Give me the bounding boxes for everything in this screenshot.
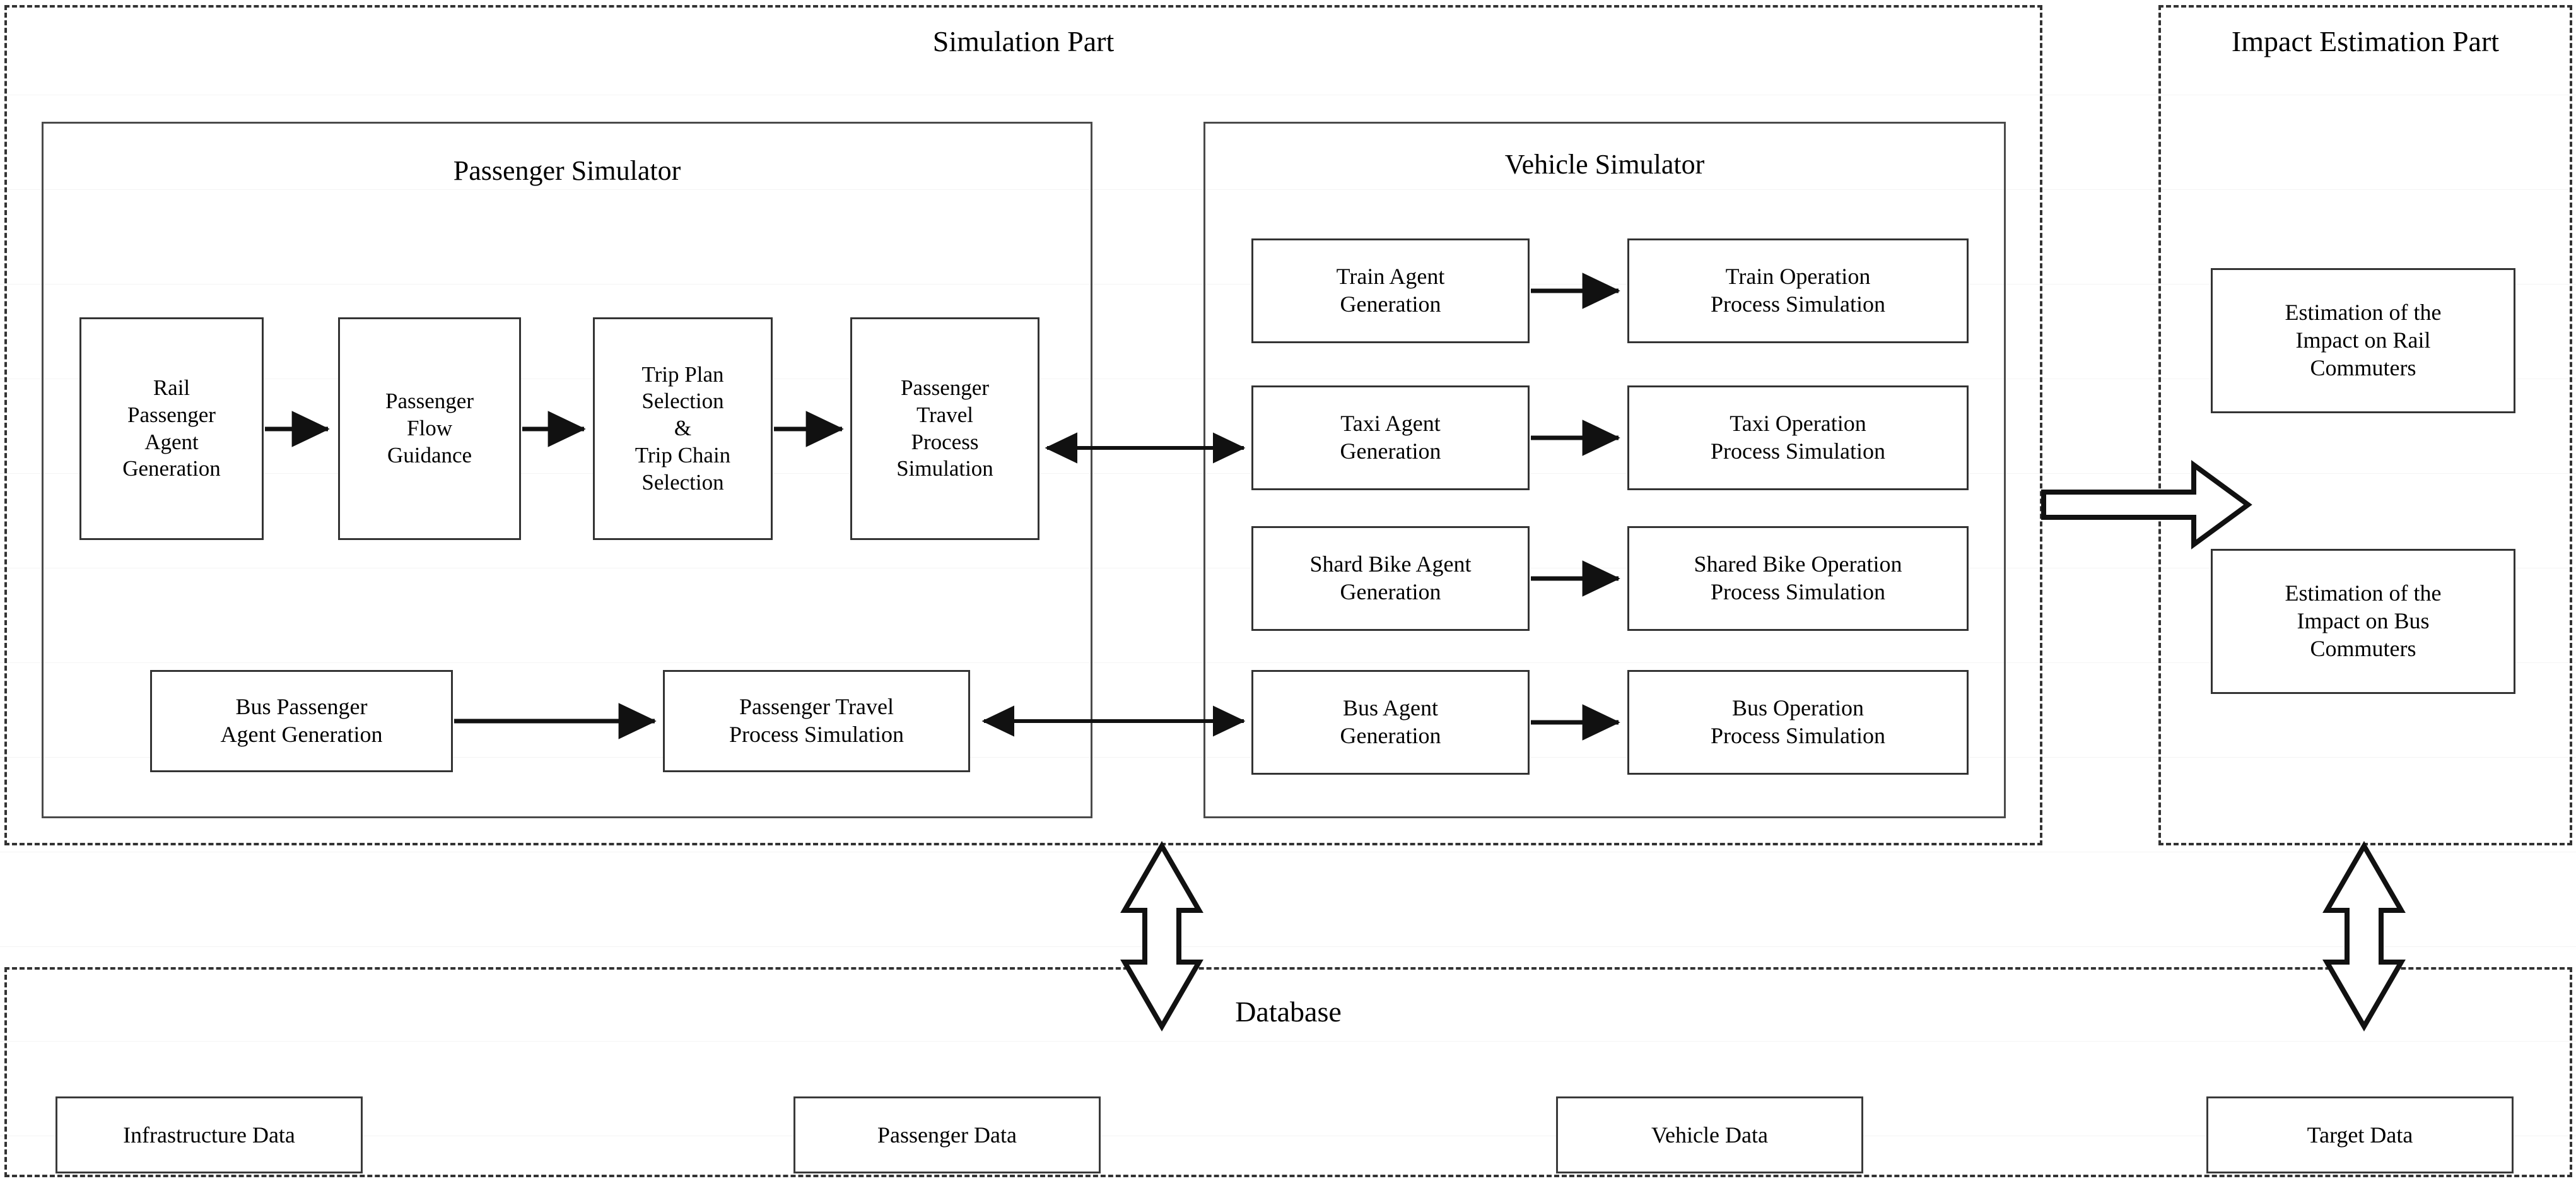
box-taxi-operation-process-simulation[interactable]: Taxi Operation Process Simulation xyxy=(1627,385,1969,490)
impact-estimation-part-region xyxy=(2158,5,2572,845)
box-estimation-impact-bus-commuters[interactable]: Estimation of the Impact on Bus Commuter… xyxy=(2211,549,2515,694)
box-shared-bike-operation-process-simulation[interactable]: Shared Bike Operation Process Simulation xyxy=(1627,526,1969,631)
vehicle-simulator-panel xyxy=(1203,122,2006,818)
box-bus-agent-generation[interactable]: Bus Agent Generation xyxy=(1251,670,1530,775)
box-estimation-impact-rail-commuters[interactable]: Estimation of the Impact on Rail Commute… xyxy=(2211,268,2515,413)
box-taxi-agent-generation[interactable]: Taxi Agent Generation xyxy=(1251,385,1530,490)
db-box-passenger-data[interactable]: Passenger Data xyxy=(793,1096,1101,1173)
box-trip-plan-and-chain-selection[interactable]: Trip Plan Selection & Trip Chain Selecti… xyxy=(593,317,773,540)
database-title: Database xyxy=(1235,996,1342,1028)
vehicle-simulator-title: Vehicle Simulator xyxy=(1504,149,1705,180)
database-region xyxy=(4,967,2572,1177)
box-rail-passenger-agent-generation[interactable]: Rail Passenger Agent Generation xyxy=(79,317,264,540)
passenger-simulator-panel xyxy=(42,122,1092,818)
simulation-part-title: Simulation Part xyxy=(932,25,1115,57)
simulation-part-region xyxy=(4,5,2042,845)
db-box-vehicle-data[interactable]: Vehicle Data xyxy=(1556,1096,1863,1173)
db-box-infrastructure-data[interactable]: Infrastructure Data xyxy=(56,1096,363,1173)
scan-rule xyxy=(0,1041,2576,1042)
scan-rule xyxy=(0,946,2576,947)
db-box-target-data[interactable]: Target Data xyxy=(2206,1096,2514,1173)
box-bus-operation-process-simulation[interactable]: Bus Operation Process Simulation xyxy=(1627,670,1969,775)
passenger-simulator-title: Passenger Simulator xyxy=(453,155,681,186)
box-shared-bike-agent-generation[interactable]: Shard Bike Agent Generation xyxy=(1251,526,1530,631)
box-bus-passenger-agent-generation[interactable]: Bus Passenger Agent Generation xyxy=(150,670,453,772)
box-train-operation-process-simulation[interactable]: Train Operation Process Simulation xyxy=(1627,238,1969,343)
box-passenger-flow-guidance[interactable]: Passenger Flow Guidance xyxy=(338,317,521,540)
scan-rule xyxy=(0,662,2576,663)
box-passenger-travel-process-simulation[interactable]: Passenger Travel Process Simulation xyxy=(850,317,1039,540)
box-passenger-travel-process-simulation-bus[interactable]: Passenger Travel Process Simulation xyxy=(663,670,970,772)
scan-rule xyxy=(0,189,2576,190)
impact-estimation-part-title: Impact Estimation Part xyxy=(2231,25,2500,57)
box-train-agent-generation[interactable]: Train Agent Generation xyxy=(1251,238,1530,343)
